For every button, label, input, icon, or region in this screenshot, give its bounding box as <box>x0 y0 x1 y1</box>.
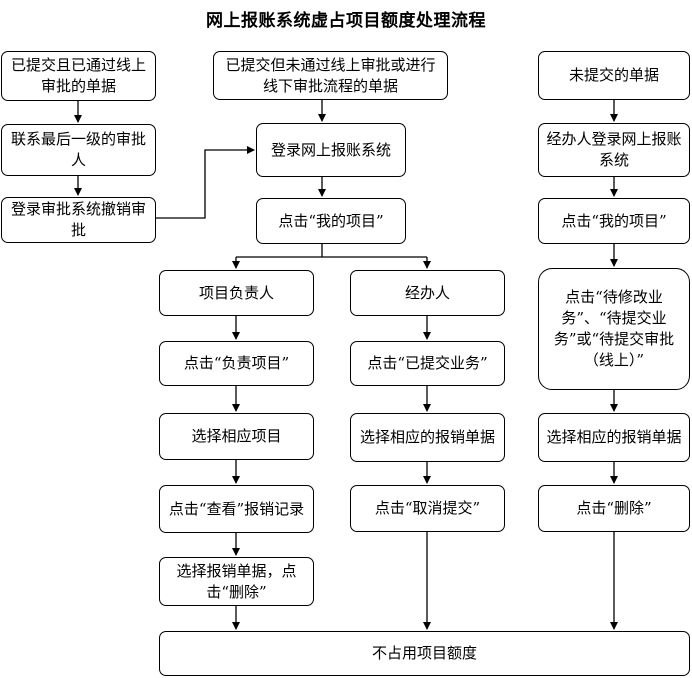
node-click-view-records: 点击“查看”报销记录 <box>159 485 314 533</box>
node-click-delete: 点击“删除” <box>538 485 690 532</box>
node-handler-login: 经办人登录网上报账系统 <box>538 123 690 177</box>
node-submitted-not-approved: 已提交但未通过线上审批或进行线下审批流程的单据 <box>213 51 448 100</box>
node-login-system-center: 登录网上报账系统 <box>256 123 406 177</box>
node-select-doc-delete: 选择报销单据，点击“删除” <box>159 557 314 606</box>
node-final: 不占用项目额度 <box>159 631 690 676</box>
diagram-title: 网上报账系统虚占项目额度处理流程 <box>206 11 486 31</box>
node-select-doc-right: 选择相应的报销单据 <box>538 413 690 462</box>
node-handler: 经办人 <box>350 270 505 316</box>
arrow-revoke-to-login-center <box>156 146 255 219</box>
node-click-responsible-project: 点击“负责项目” <box>159 341 314 386</box>
node-click-pending: 点击“待修改业务”、“待提交业务”或“待提交审批（线上）” <box>538 268 690 390</box>
node-click-cancel-submit: 点击“取消提交” <box>350 485 505 532</box>
node-click-my-project-right: 点击“我的项目” <box>538 198 690 244</box>
arrow-my-project-split <box>236 244 427 258</box>
node-click-my-project-center: 点击“我的项目” <box>256 198 406 244</box>
node-approved-online: 已提交且已通过线上审批的单据 <box>1 51 156 101</box>
node-select-doc-center: 选择相应的报销单据 <box>350 413 505 462</box>
node-contact-last-approver: 联系最后一级的审批人 <box>1 124 156 176</box>
node-not-submitted: 未提交的单据 <box>538 51 690 100</box>
node-click-submitted-business: 点击“已提交业务” <box>350 341 505 386</box>
node-select-project: 选择相应项目 <box>159 413 314 460</box>
node-login-revoke: 登录审批系统撤销审批 <box>1 197 156 243</box>
node-project-leader: 项目负责人 <box>159 270 314 316</box>
